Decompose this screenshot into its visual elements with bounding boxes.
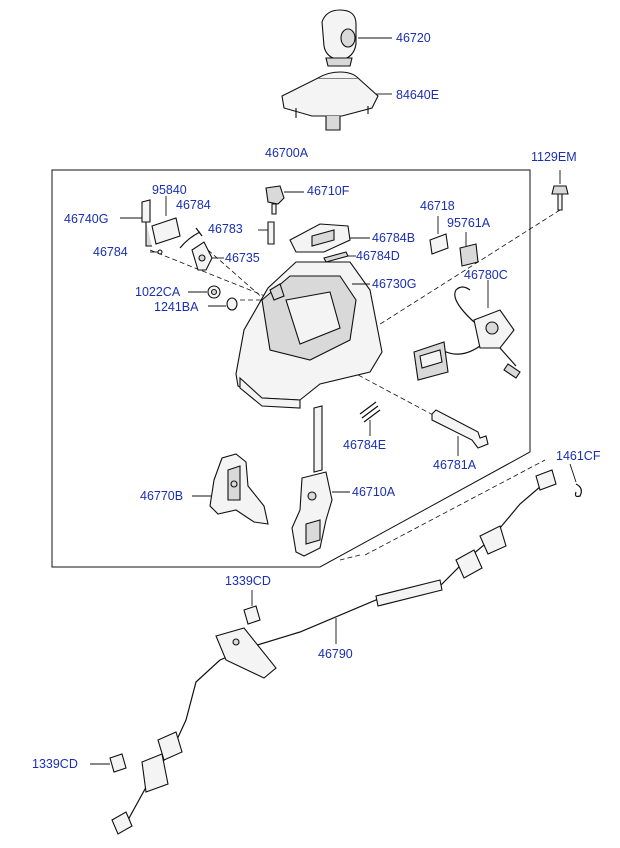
- part-label-46740g[interactable]: 46740G: [64, 212, 109, 226]
- shift-knob[interactable]: [321, 9, 357, 67]
- nut-1339cd-upper[interactable]: [243, 605, 261, 625]
- washer-1241ba[interactable]: [226, 297, 238, 311]
- part-label-95761a[interactable]: 95761A: [447, 216, 491, 230]
- part-label-46720[interactable]: 46720: [396, 31, 431, 45]
- lever-46735[interactable]: [191, 241, 213, 271]
- pin-46783[interactable]: [267, 221, 275, 245]
- clip-46718[interactable]: [429, 233, 449, 255]
- sensor-46780c[interactable]: [413, 286, 521, 381]
- part-label-46770b[interactable]: 46770B: [140, 489, 184, 503]
- shift-cable-46790[interactable]: [111, 469, 557, 835]
- part-label-46784e[interactable]: 46784E: [343, 438, 387, 452]
- part-label-46730g[interactable]: 46730G: [372, 277, 417, 291]
- part-label-46710f[interactable]: 46710F: [307, 184, 350, 198]
- bolt-1129em[interactable]: [551, 185, 569, 211]
- bracket-46770b[interactable]: [209, 453, 269, 525]
- connector-95761a[interactable]: [459, 243, 479, 267]
- part-label-1339cd-upper[interactable]: 1339CD: [225, 574, 271, 588]
- assembly-frame: [51, 169, 531, 568]
- part-label-46735[interactable]: 46735: [225, 251, 260, 265]
- part-label-46784-left[interactable]: 46784: [93, 245, 128, 259]
- part-label-46718[interactable]: 46718: [420, 199, 455, 213]
- spring-46784e[interactable]: [359, 401, 381, 423]
- part-label-95840[interactable]: 95840: [152, 183, 187, 197]
- nut-1022ca[interactable]: [207, 285, 221, 299]
- part-label-84640e[interactable]: 84640E: [396, 88, 440, 102]
- shift-lock-solenoid[interactable]: [141, 199, 181, 247]
- part-label-46790[interactable]: 46790: [318, 647, 353, 661]
- indicator-plate-46784b[interactable]: [289, 223, 351, 253]
- shift-housing-46730g[interactable]: [235, 261, 383, 409]
- part-label-46783[interactable]: 46783: [208, 222, 243, 236]
- part-label-1241ba[interactable]: 1241BA: [154, 300, 199, 314]
- part-label-46700a[interactable]: 46700A: [265, 146, 309, 160]
- part-label-46784d[interactable]: 46784D: [356, 249, 400, 263]
- part-label-1129em[interactable]: 1129EM: [531, 150, 577, 164]
- clip-1461cf[interactable]: [574, 483, 582, 498]
- slider-46784d[interactable]: [323, 251, 349, 263]
- part-label-46780c[interactable]: 46780C: [464, 268, 508, 282]
- spring-46784[interactable]: [179, 227, 203, 249]
- part-label-46784-upper[interactable]: 46784: [176, 198, 211, 212]
- shift-boot[interactable]: [281, 71, 379, 131]
- part-label-46710a[interactable]: 46710A: [352, 485, 396, 499]
- nut-1339cd-lower[interactable]: [109, 753, 127, 773]
- part-label-1339cd-lower[interactable]: 1339CD: [32, 757, 78, 771]
- part-label-1461cf[interactable]: 1461CF: [556, 449, 601, 463]
- shift-lever-46710a[interactable]: [291, 405, 333, 557]
- part-label-46781a[interactable]: 46781A: [433, 458, 477, 472]
- rod-46781a[interactable]: [431, 409, 489, 449]
- button-46710f[interactable]: [265, 185, 285, 215]
- part-label-46784b[interactable]: 46784B: [372, 231, 416, 245]
- part-label-1022ca[interactable]: 1022CA: [135, 285, 181, 299]
